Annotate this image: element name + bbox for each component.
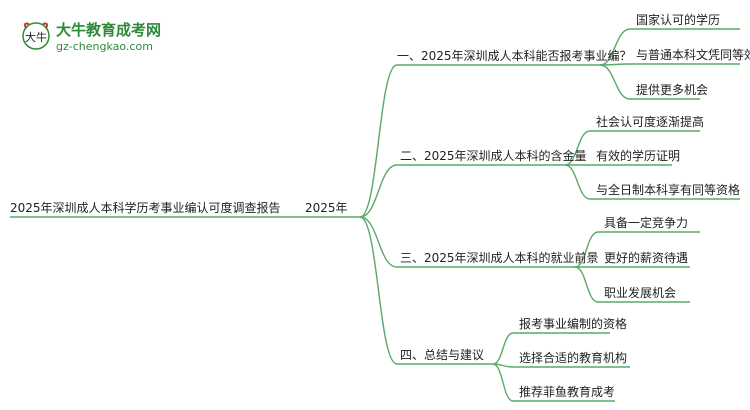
connector-branch-1-leaf-1 xyxy=(599,28,631,66)
leaf-label: 与全日制本科享有同等资格 xyxy=(596,182,740,197)
connector-branch-3-leaf-1 xyxy=(574,231,599,268)
connector-branch-4-leaf-3 xyxy=(492,363,514,402)
leaf-label: 国家认可的学历 xyxy=(636,12,720,27)
mindmap-connectors xyxy=(10,28,740,402)
leaf-label: 提供更多机会 xyxy=(636,82,708,97)
branch-2: 二、2025年深圳成人本科的含金量 社会认可度逐渐提高 有效的学历证明 与全日制… xyxy=(400,114,740,197)
root-title: 2025年深圳成人本科学历考事业编认可度调查报告 xyxy=(10,200,281,215)
branch-3: 三、2025年深圳成人本科的就业前景 具备一定竞争力 更好的薪资待遇 职业发展机… xyxy=(400,215,688,300)
branch-label: 一、2025年深圳成人本科能否报考事业编？ xyxy=(397,48,632,63)
leaf-label: 报考事业编制的资格 xyxy=(519,316,627,331)
leaf-label: 更好的薪资待遇 xyxy=(604,250,688,265)
connector-branch-1-leaf-3 xyxy=(599,64,631,100)
branch-label: 二、2025年深圳成人本科的含金量 xyxy=(400,148,587,163)
logo-title: 大牛教育成考网 xyxy=(56,21,161,39)
root-year: 2025年 xyxy=(305,201,348,215)
leaf-label: 社会认可度逐渐提高 xyxy=(596,114,704,129)
logo-emblem-text: 大牛 xyxy=(25,30,47,44)
branch-label: 四、总结与建议 xyxy=(400,348,484,362)
branch-4: 四、总结与建议 报考事业编制的资格 选择合适的教育机构 推荐菲鱼教育成考 xyxy=(400,316,627,399)
connector-root-branch-1 xyxy=(359,64,398,218)
bull-emblem-icon: 大牛 xyxy=(22,22,50,50)
site-logo: 大牛 大牛教育成考网 gz-chengkao.com xyxy=(22,21,161,53)
leaf-label: 具备一定竞争力 xyxy=(604,215,688,230)
connector-root-branch-2 xyxy=(359,164,398,218)
logo-url: gz-chengkao.com xyxy=(56,40,153,53)
leaf-label: 选择合适的教育机构 xyxy=(519,350,627,365)
connector-branch-4-leaf-1 xyxy=(492,332,514,365)
connector-branch-3-leaf-3 xyxy=(574,266,599,303)
branch-label: 三、2025年深圳成人本科的就业前景 xyxy=(400,250,599,265)
connector-root-branch-4 xyxy=(359,216,398,365)
leaf-label: 推荐菲鱼教育成考 xyxy=(519,384,615,399)
leaf-label: 职业发展机会 xyxy=(604,285,676,300)
branch-1: 一、2025年深圳成人本科能否报考事业编？ 国家认可的学历 与普通本科文凭同等效… xyxy=(397,12,750,97)
connector-branch-2-leaf-3 xyxy=(564,164,591,200)
leaf-label: 有效的学历证明 xyxy=(596,148,680,163)
leaf-label: 与普通本科文凭同等效力 xyxy=(636,47,750,62)
connector-branch-2-leaf-1 xyxy=(564,130,591,166)
connector-root-branch-3 xyxy=(359,216,398,268)
